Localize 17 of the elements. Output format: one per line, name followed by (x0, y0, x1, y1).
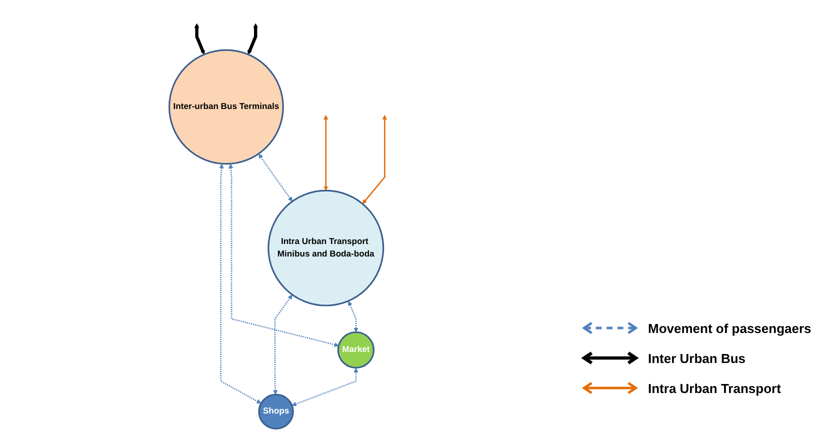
arrow (362, 114, 388, 204)
legend-text: Movement of passengaers (648, 320, 812, 336)
node-circle: Intra Urban Transport Minibus and Boda-boda (268, 190, 384, 306)
node-circle: Shops (258, 394, 294, 430)
legend-text: Inter Urban Bus (648, 350, 746, 366)
arrow (292, 368, 358, 406)
arrow (219, 164, 262, 404)
node-circle: Market (337, 331, 375, 369)
arrow (258, 154, 293, 202)
arrow (348, 300, 358, 332)
arrow (324, 114, 328, 191)
arrow (272, 294, 292, 395)
arrow (228, 164, 339, 347)
arrow (248, 23, 258, 55)
legend-text: Intra Urban Transport (648, 380, 781, 396)
arrow (194, 23, 205, 55)
node-circle: Inter-urban Bus Terminals (168, 49, 284, 165)
